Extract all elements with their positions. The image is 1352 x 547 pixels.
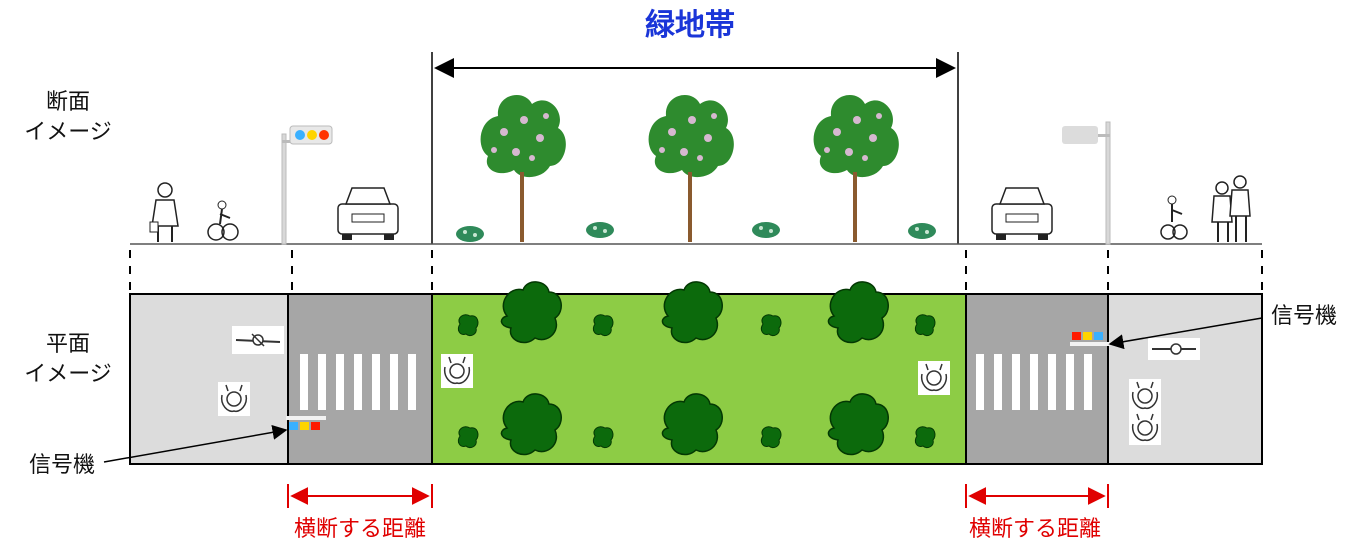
tree-icon	[813, 94, 899, 242]
shrub-plan-icon	[760, 314, 782, 337]
shrub-plan-icon	[914, 426, 936, 449]
tree-plan-icon	[827, 281, 889, 344]
pedestrian-plan-icon	[1128, 378, 1162, 414]
cyclist-icon	[1160, 195, 1188, 240]
diagram-title: 緑地帯	[645, 8, 735, 43]
traffic-signal-icon	[281, 125, 333, 245]
crossing-distance-label-right: 横断する距離	[968, 517, 1101, 542]
tree-plan-icon	[661, 281, 723, 344]
cyclist-plan-icon	[1148, 338, 1200, 360]
pedestrian-plan-icon	[217, 381, 251, 417]
crossing-distance-arrow-right	[965, 484, 1109, 508]
shrub-icon	[586, 222, 614, 238]
traffic-signal-plan-icon	[1070, 332, 1110, 346]
shrub-plan-icon	[592, 426, 614, 449]
shrub-icon	[908, 223, 936, 239]
signal-pointer-right	[1108, 317, 1263, 350]
shrub-icon	[752, 222, 780, 238]
plan-view-label-line2: イメージ	[24, 362, 112, 387]
tree-icon	[648, 94, 734, 242]
pedestrian-plan-icon	[917, 360, 951, 396]
section-view-label-line2: イメージ	[24, 120, 112, 145]
shrub-plan-icon	[760, 426, 782, 449]
section-view-label-line1: 断面	[45, 90, 90, 115]
car-icon	[337, 187, 399, 241]
shrub-plan-icon	[914, 314, 936, 337]
cyclist-plan-icon	[232, 326, 284, 354]
boundary-dashes	[129, 250, 1263, 294]
shrub-plan-icon	[457, 426, 479, 449]
crossing-distance-label-left: 横断する距離	[293, 517, 426, 542]
traffic-signal-icon	[1062, 121, 1111, 245]
tree-plan-icon	[500, 281, 562, 344]
crosswalk-right	[976, 354, 1092, 410]
pedestrian-plan-icon	[1128, 410, 1162, 446]
tree-icon	[480, 94, 566, 242]
shrub-plan-icon	[457, 314, 479, 337]
pedestrian-icon	[149, 182, 179, 242]
shrub-icon	[456, 226, 484, 242]
crosswalk-left	[300, 354, 416, 410]
cyclist-icon	[207, 200, 239, 241]
plan-view-label: 平面 イメージ	[18, 330, 118, 390]
traffic-signal-plan-icon	[286, 416, 326, 430]
walkers-icon	[1211, 175, 1251, 242]
shrub-plan-icon	[592, 314, 614, 337]
signal-label-right: 信号機	[1270, 304, 1337, 329]
pedestrian-plan-icon	[440, 353, 474, 389]
car-icon	[991, 187, 1053, 241]
plan-view-label-line1: 平面	[45, 332, 90, 357]
section-view-label: 断面 イメージ	[18, 88, 118, 148]
crossing-distance-arrow-left	[287, 484, 433, 508]
sidewalk-left	[129, 293, 289, 465]
signal-pointer-left	[103, 424, 288, 463]
signal-label-left: 信号機	[28, 453, 95, 478]
